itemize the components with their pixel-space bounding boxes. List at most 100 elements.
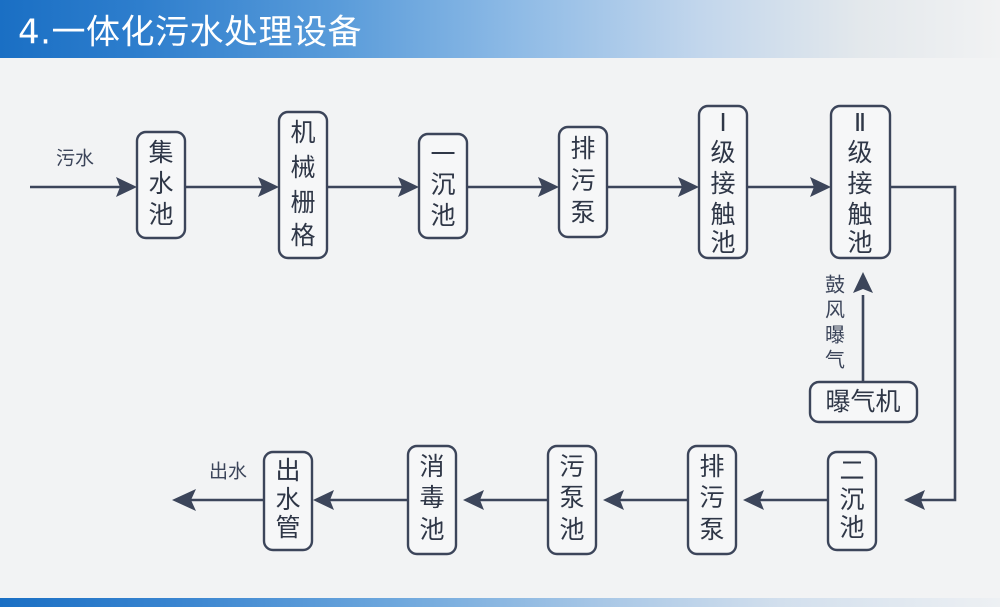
aeration-label-char-0: 鼓	[825, 273, 845, 297]
node-primary-settling-tank[interactable]: 一 沉 池	[417, 132, 469, 240]
edge-sludgepump-to-disinfection	[463, 490, 548, 510]
node-label: 曝气机	[825, 387, 900, 416]
node-label-char-0: Ⅱ	[854, 108, 866, 137]
edge-arrowhead	[810, 177, 831, 197]
node-box[interactable]	[557, 125, 609, 239]
node-outlet-pipe[interactable]: 出 水 管	[262, 450, 314, 552]
node-label-char-0: 集	[148, 138, 173, 167]
edge-sewagepump-to-sludgepump	[603, 490, 688, 510]
node-contact-tank-2[interactable]: Ⅱ 级 接 触 池	[829, 104, 892, 260]
aeration-label-char-2: 曝	[825, 323, 845, 347]
node-label-char-4: 池	[847, 228, 872, 257]
node-label-char-0: 排	[570, 134, 595, 163]
node-disinfection-tank[interactable]: 消 毒 池	[406, 444, 458, 556]
aeration-arrowhead	[853, 272, 873, 293]
node-label-char-3: 触	[847, 200, 872, 229]
node-label-char-2: 接	[847, 169, 872, 198]
edge-contact1-to-contact2	[748, 177, 831, 197]
node-box[interactable]	[826, 450, 878, 552]
node-label-char-2: 池	[430, 201, 455, 230]
node-box[interactable]	[135, 130, 187, 240]
node-box[interactable]	[686, 444, 738, 556]
node-label-char-1: 沉	[430, 170, 455, 199]
edge-wrap-path	[890, 185, 957, 502]
node-label-char-0: 污	[559, 452, 584, 481]
node-label-char-2: 泵	[699, 515, 724, 544]
inlet-arrowhead	[116, 177, 137, 197]
node-label-char-1: 级	[710, 138, 735, 167]
edge-arrowhead	[603, 490, 624, 510]
edge-aerator-to-contact2	[853, 272, 873, 382]
node-label-char-4: 池	[710, 228, 735, 257]
node-label-char-2: 池	[419, 515, 444, 544]
edge-arrowhead	[743, 490, 764, 510]
node-label-char-0: 一	[430, 140, 455, 169]
node-secondary-settling-tank[interactable]: 二 沉 池	[826, 450, 878, 552]
edge-arrowhead	[258, 177, 279, 197]
node-label-char-0: 机	[290, 118, 315, 147]
page-title: 4.一体化污水处理设备	[18, 12, 362, 53]
node-label-char-0: 出	[275, 456, 300, 485]
node-label-char-2: 泵	[570, 198, 595, 227]
aeration-label-char-3: 气	[825, 348, 845, 372]
node-label-char-1: 级	[847, 138, 872, 167]
edge-arrowhead	[313, 490, 334, 510]
node-label-char-1: 毒	[419, 483, 444, 512]
edge-grating-to-primary	[328, 177, 419, 197]
node-box[interactable]	[829, 104, 892, 260]
edge-arrowhead	[463, 490, 484, 510]
flowchart-canvas: 污水	[0, 58, 1000, 598]
node-label-char-1: 污	[570, 166, 595, 195]
node-box[interactable]	[262, 450, 314, 552]
aeration-label-char-1: 风	[825, 298, 845, 322]
edge-primary-to-pump	[468, 177, 559, 197]
node-label-char-0: 排	[699, 452, 724, 481]
title-bar: 4.一体化污水处理设备	[0, 0, 1000, 58]
node-label-char-1: 泵	[559, 483, 584, 512]
node-mechanical-grating[interactable]: 机 械 栅 格	[277, 110, 329, 260]
node-label-char-0: 二	[839, 456, 864, 485]
edge-arrowhead	[904, 490, 925, 510]
node-contact-tank-1[interactable]: Ⅰ 级 接 触 池	[697, 104, 749, 260]
node-sewage-pump-bottom[interactable]: 排 污 泵	[686, 444, 738, 556]
node-box[interactable]	[808, 380, 919, 424]
node-box[interactable]	[417, 132, 469, 240]
edge-arrowhead	[398, 177, 419, 197]
node-label-char-2: 接	[710, 169, 735, 198]
edge-label-outlet: 出水	[209, 461, 247, 483]
node-label-char-1: 械	[290, 153, 315, 182]
node-label-char-1: 水	[148, 169, 173, 198]
node-label-char-2: 池	[559, 515, 584, 544]
node-box[interactable]	[697, 104, 749, 260]
node-label-char-3: 格	[290, 221, 315, 250]
edge-arrowhead	[678, 177, 699, 197]
node-label-char-2: 栅	[290, 188, 315, 217]
node-box[interactable]	[406, 444, 458, 556]
node-label-char-1: 污	[699, 483, 724, 512]
node-aerator[interactable]: 曝气机	[808, 380, 919, 424]
node-label-char-3: 触	[710, 200, 735, 229]
edge-pump-to-contact1	[608, 177, 699, 197]
edge-label-inlet: 污水	[56, 148, 94, 170]
node-box[interactable]	[277, 110, 329, 260]
node-box[interactable]	[546, 444, 598, 556]
edge-arrowhead	[538, 177, 559, 197]
outlet-arrow-group	[172, 489, 263, 511]
outlet-arrowhead	[172, 489, 196, 511]
inlet-arrow-group	[30, 177, 137, 197]
node-label-char-2: 池	[148, 200, 173, 229]
bottom-accent-bar	[0, 598, 1000, 607]
edge-collection-to-grating	[186, 177, 279, 197]
edge-contact2-to-secondary	[890, 185, 957, 510]
node-label-char-1: 沉	[839, 485, 864, 514]
edge-disinfection-to-outlet	[313, 490, 408, 510]
node-sludge-pump-tank[interactable]: 污 泵 池	[546, 444, 598, 556]
node-label-char-2: 池	[839, 513, 864, 542]
node-label-char-1: 水	[275, 485, 300, 514]
node-collection-tank[interactable]: 集 水 池	[135, 130, 187, 240]
node-sewage-pump-top[interactable]: 排 污 泵	[557, 125, 609, 239]
edge-secondary-to-sewagepump	[743, 490, 828, 510]
edge-label-aeration: 鼓 风 曝 气	[825, 273, 845, 372]
node-label-char-2: 管	[275, 513, 300, 542]
